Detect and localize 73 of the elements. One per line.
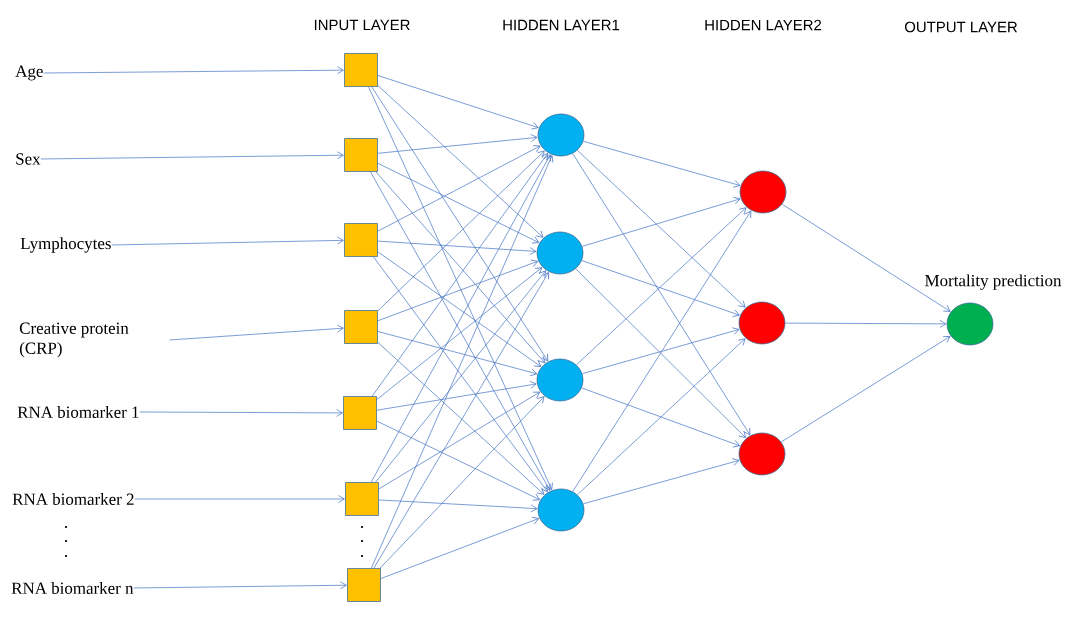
arrow (785, 320, 947, 328)
neuron-circle (536, 231, 584, 275)
arrow (40, 151, 344, 160)
neuron-circle (537, 488, 585, 532)
input-square (344, 310, 378, 344)
arrow (377, 134, 538, 154)
node-caption: Mortality prediction (925, 274, 1062, 290)
arrow (377, 240, 537, 255)
arrow (378, 499, 538, 513)
input-label: RNA biomarker n (11, 582, 134, 594)
arrow (133, 581, 347, 590)
arrow (377, 150, 545, 312)
arrow (575, 268, 747, 439)
arrow (375, 171, 546, 364)
arrow (134, 495, 345, 503)
input-square (345, 482, 379, 516)
input-square (344, 53, 378, 87)
arrow (377, 259, 539, 322)
arrow (780, 336, 951, 443)
input-square (343, 396, 377, 430)
layer-heading: HIDDEN LAYER2 (705, 19, 822, 31)
input-square (344, 138, 378, 172)
input-label: RNA biomarker 2 (12, 493, 134, 505)
arrow (43, 66, 344, 75)
arrow (581, 387, 740, 448)
input-square (347, 568, 381, 602)
arrow (377, 85, 544, 238)
neuron-circle (536, 358, 584, 402)
arrow (371, 155, 554, 569)
arrow (581, 260, 740, 317)
arrow (376, 267, 543, 400)
arrow (379, 396, 545, 569)
input-label: Sex (16, 153, 41, 165)
input-label: RNA biomarker 1 (17, 406, 139, 418)
arrow (376, 381, 537, 411)
arrow (377, 75, 539, 130)
arrow (583, 458, 740, 505)
arrow (377, 162, 540, 244)
arrow (371, 153, 549, 397)
layer-heading: HIDDEN LAYER1 (503, 19, 620, 31)
arrow (377, 251, 542, 367)
input-label: Age (15, 65, 43, 81)
arrow (378, 391, 541, 490)
layer-heading: OUTPUT LAYER (904, 21, 1018, 33)
arrow (111, 236, 344, 246)
neuron-circle (738, 432, 786, 476)
arrow (572, 210, 752, 492)
arrow (371, 86, 549, 362)
layer-heading: INPUT LAYER (314, 19, 410, 31)
neuron-circle (739, 170, 787, 214)
neuron-circle (738, 301, 786, 345)
input-label: Lymphocytes (20, 237, 111, 253)
neuron-circle (946, 302, 994, 346)
neuron-circle (537, 113, 585, 157)
arrow (169, 324, 344, 341)
arrow (368, 86, 553, 490)
arrow (373, 272, 549, 569)
arrow (581, 196, 741, 247)
arrow (572, 153, 751, 436)
arrow (576, 207, 747, 366)
arrow (577, 338, 746, 496)
arrow (377, 342, 545, 495)
input-square (344, 223, 378, 257)
arrow (380, 517, 540, 579)
arrow (582, 327, 740, 375)
arrow (377, 145, 541, 232)
arrow (583, 140, 741, 188)
arrow (577, 149, 746, 308)
arrow (377, 331, 538, 377)
input-label: Creative protein (CRP) (19, 322, 129, 358)
arrow (781, 203, 951, 312)
arrow (139, 409, 343, 417)
arrow (376, 420, 541, 501)
